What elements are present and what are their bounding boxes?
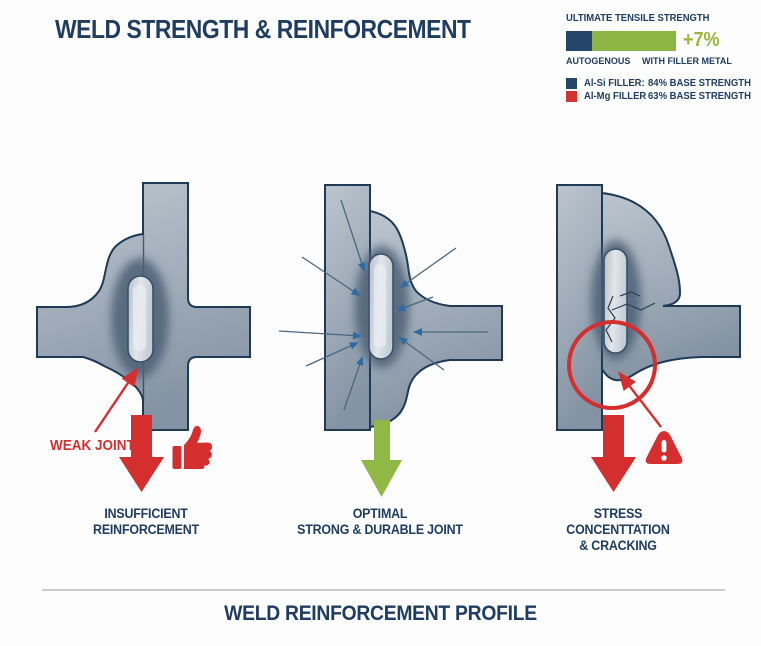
footer-title: WELD REINFORCEMENT PROFILE bbox=[224, 602, 537, 625]
figure-optimal bbox=[278, 184, 503, 497]
weak-joint-pointer-arrow bbox=[94, 367, 139, 433]
figure-insufficient bbox=[36, 182, 251, 492]
caption-insufficient: INSUFFICIENT REINFORCEMENT bbox=[72, 506, 219, 538]
legend-entry-label: Al-Si FILLER: bbox=[584, 78, 645, 89]
stress-flow-arrows bbox=[278, 199, 488, 411]
filler-legend-entries: Al-Si FILLER: 84% BASE STRENGTH Al-Mg FI… bbox=[566, 77, 752, 103]
legend-swatch-al-si bbox=[566, 78, 577, 89]
weld-reinforcement-profile bbox=[369, 209, 503, 429]
tensile-bar-row: +7% bbox=[566, 29, 752, 52]
legend-title: ULTIMATE TENSILE STRENGTH bbox=[566, 12, 710, 24]
bar-segment-filler bbox=[592, 30, 676, 51]
legend-entry: Al-Mg FILLER 63% BASE STRENGTH bbox=[566, 90, 752, 103]
legend-entry-value: 63% BASE STRENGTH bbox=[648, 91, 751, 102]
down-arrow-green bbox=[361, 420, 402, 497]
crack-lines bbox=[605, 291, 656, 343]
caption-optimal: OPTIMAL STRONG & DURABLE JOINT bbox=[286, 506, 474, 538]
weak-joint-callout: WEAK JOINT bbox=[50, 437, 135, 454]
gain-label: +7% bbox=[683, 29, 720, 51]
legend-swatch-al-mg bbox=[566, 91, 577, 102]
caption-line: & CRACKING bbox=[579, 538, 657, 553]
bar-labels: AUTOGENOUS WITH FILLER METAL bbox=[566, 56, 752, 66]
footer-divider bbox=[42, 589, 725, 591]
figure-cracking bbox=[556, 184, 741, 492]
legend-entry: Al-Si FILLER: 84% BASE STRENGTH bbox=[566, 77, 752, 90]
caption-line: STRESS bbox=[593, 506, 643, 521]
caption-line: CONCENTTATION bbox=[566, 522, 670, 537]
caption-cracking: STRESS CONCENTTATION & CRACKING bbox=[544, 506, 691, 554]
crack-pointer-arrow bbox=[618, 371, 662, 428]
bar-segment-autogenous bbox=[566, 30, 592, 51]
bar-label-autogenous: AUTOGENOUS bbox=[566, 56, 631, 66]
caption-line: OPTIMAL bbox=[352, 506, 408, 521]
weld-nugget bbox=[603, 248, 628, 354]
page-title: WELD STRENGTH & REINFORCEMENT bbox=[55, 14, 471, 44]
stress-highlight-circle bbox=[567, 320, 657, 410]
down-arrow-red bbox=[591, 415, 636, 492]
warning-icon bbox=[645, 431, 683, 464]
legend-entry-label: Al-Mg FILLER bbox=[584, 91, 647, 102]
bar-label-filler: WITH FILLER METAL bbox=[642, 56, 732, 66]
tensile-legend: ULTIMATE TENSILE STRENGTH +7% AUTOGENOUS… bbox=[566, 12, 752, 103]
caption-line: STRONG & DURABLE JOINT bbox=[297, 522, 463, 537]
weld-nugget-highlight bbox=[133, 285, 146, 351]
caption-line: REINFORCEMENT bbox=[93, 522, 199, 537]
thumbs-up-icon bbox=[172, 425, 213, 469]
weld-nugget-highlight bbox=[374, 264, 386, 348]
tensile-bar bbox=[566, 30, 676, 51]
caption-line: INSUFFICIENT bbox=[104, 506, 188, 521]
down-arrow-red bbox=[119, 415, 164, 492]
legend-entry-value: 84% BASE STRENGTH bbox=[647, 78, 751, 89]
